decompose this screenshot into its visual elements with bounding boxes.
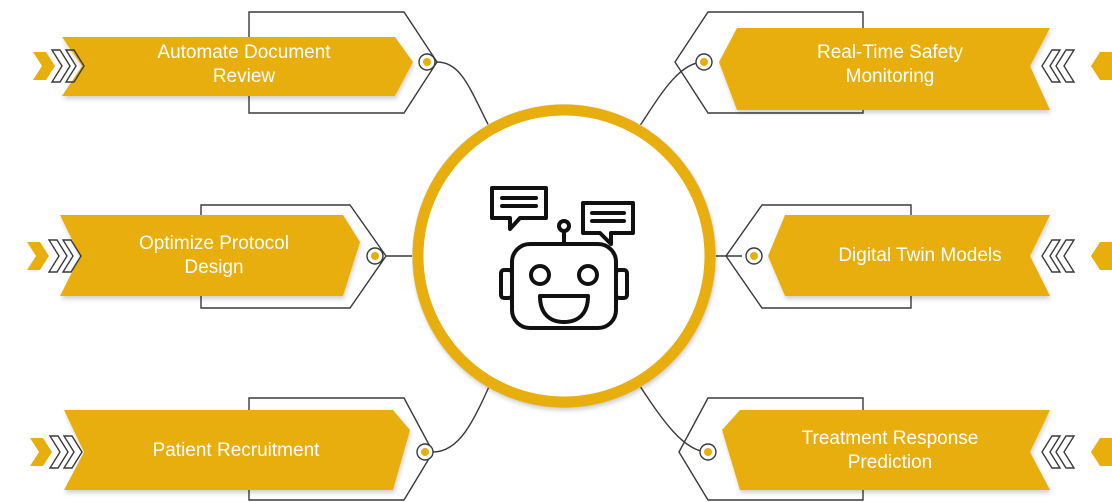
- robot-chat-icon: [490, 186, 635, 330]
- card-label-automate: Automate Document Review: [157, 42, 331, 87]
- chevron-outline-icon: [50, 49, 71, 83]
- chevron-outline-icon: [61, 239, 82, 273]
- card-label-twin: Digital Twin Models: [838, 245, 1002, 266]
- chevron-outline-icon: [1055, 49, 1076, 83]
- chevron-outline-icon: [1055, 435, 1076, 469]
- chevron-outline-icon: [48, 435, 69, 469]
- chevron-icon: [1091, 438, 1112, 466]
- card-safety: [674, 11, 1112, 114]
- chevron-icon: [33, 52, 55, 80]
- card-label-recruit: Patient Recruitment: [152, 440, 320, 461]
- chevron-outline-icon: [64, 49, 85, 83]
- chevron-outline-icon: [1041, 49, 1062, 83]
- card-twin: [725, 204, 1112, 309]
- chevron-icon: [1091, 52, 1112, 80]
- chevron-outline-icon: [1041, 239, 1062, 273]
- chevron-icon: [1091, 242, 1112, 270]
- card-protocol: [27, 204, 387, 309]
- card-automate: [33, 11, 438, 114]
- chevron-outline-icon: [1055, 239, 1076, 273]
- card-label-safety: Real-Time Safety Monitoring: [816, 42, 964, 87]
- center-hub: [412, 104, 716, 408]
- chevron-outline-icon: [1041, 435, 1062, 469]
- chevron-outline-icon: [62, 435, 83, 469]
- card-recruit: [30, 397, 434, 501]
- card-label-protocol: Optimize Protocol Design: [139, 233, 289, 278]
- card-label-response: Treatment Response Prediction: [801, 428, 979, 473]
- chevron-outline-icon: [47, 239, 68, 273]
- chevron-icon: [27, 242, 49, 270]
- card-response: [678, 397, 1112, 501]
- chevron-icon: [30, 438, 52, 466]
